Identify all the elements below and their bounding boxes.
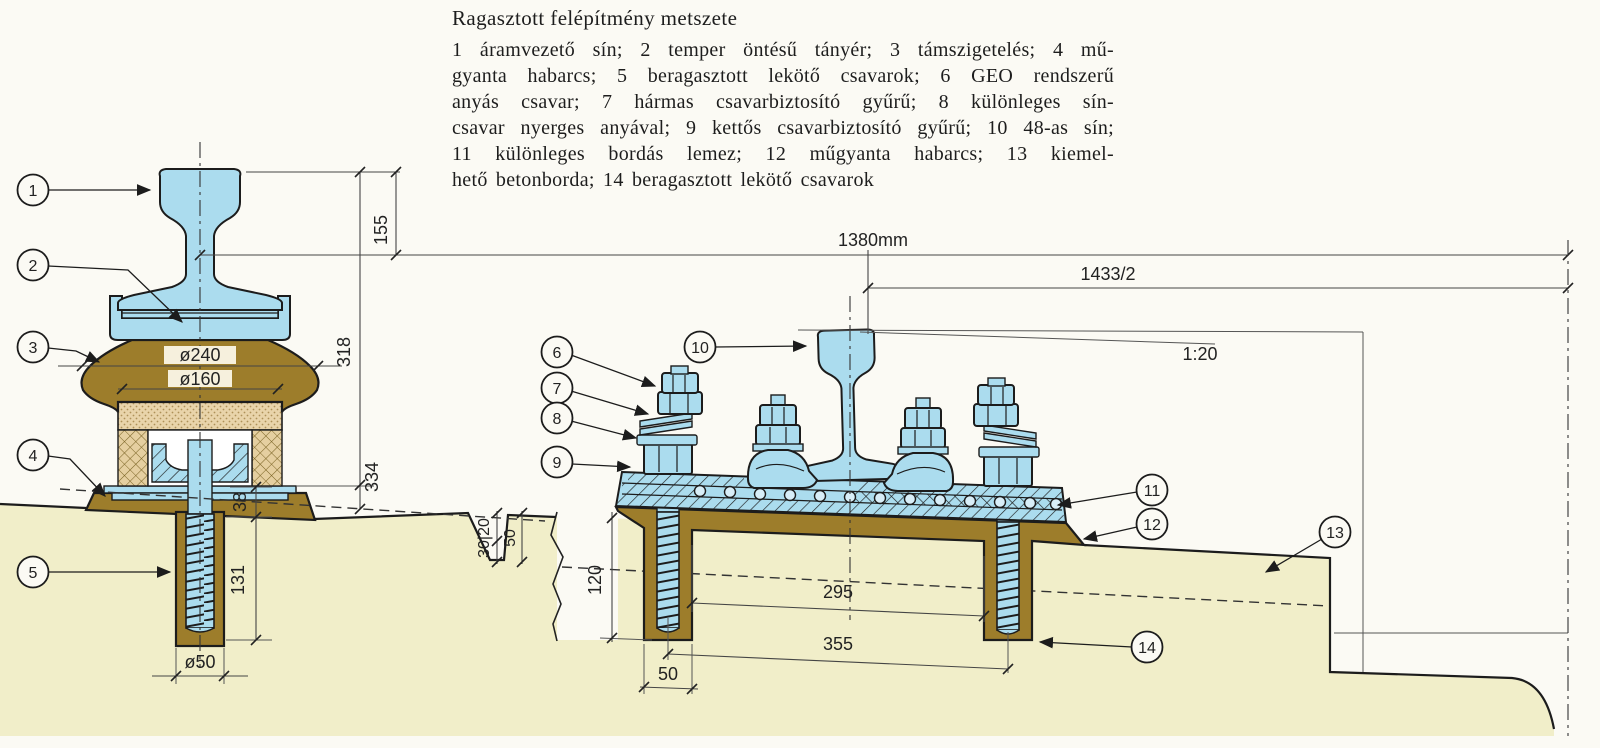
- callout-2-label: 2: [29, 258, 38, 275]
- callout-7-label: 7: [553, 381, 562, 398]
- legend-line: anyás csavar; 7 hármas csavarbiztosító g…: [452, 91, 1114, 113]
- callout-5: [16, 555, 50, 589]
- callout-13-label: 13: [1326, 525, 1344, 542]
- dim-318: 318: [334, 337, 354, 367]
- legend-line: csavar nyerges anyával; 9 kettős csavarb…: [452, 117, 1114, 139]
- dim-355: 355: [823, 634, 853, 654]
- callout-4-label: 4: [29, 448, 38, 465]
- callout-3-label: 3: [29, 340, 38, 357]
- callout-9: [540, 445, 574, 479]
- legend-line: gyanta habarcs; 5 beragasztott lekötő cs…: [452, 65, 1114, 87]
- callout-8-label: 8: [553, 411, 562, 428]
- callout-11: [1135, 473, 1169, 507]
- rail-48: [795, 328, 905, 483]
- dim-notch-50: 50: [502, 529, 519, 547]
- mesh-block-left: [117, 429, 149, 487]
- dim-dia160: ø160: [179, 369, 220, 389]
- callout-5-label: 5: [29, 565, 38, 582]
- legend-line: hető betonborda; 14 beragasztott lekötő …: [452, 169, 875, 191]
- dim-334: 334: [362, 462, 382, 492]
- dim-50: 50: [658, 664, 678, 684]
- callout-14: [1130, 630, 1164, 664]
- callout-12-label: 12: [1143, 517, 1161, 534]
- dim-120: 120: [585, 565, 605, 595]
- callout-8: [540, 401, 574, 435]
- mesh-block-right: [251, 429, 283, 487]
- callout-6: [540, 335, 574, 369]
- dim-cant: 1:20: [1182, 344, 1217, 364]
- callout-13: [1318, 515, 1352, 549]
- dim-notch-30-20: 30|20: [476, 518, 493, 558]
- callout-11-label: 11: [1144, 483, 1161, 500]
- dim-131: 131: [228, 565, 248, 595]
- callout-14-label: 14: [1138, 640, 1156, 657]
- legend-line: 1 áramvezető sín; 2 temper öntésű tányér…: [452, 39, 1114, 61]
- dim-295: 295: [823, 582, 853, 602]
- concrete-slab: [0, 502, 1556, 736]
- legend-line: 11 különleges bordás lemez; 12 műgyanta …: [452, 143, 1114, 165]
- drawing-title: Ragasztott felépítmény metszete: [452, 6, 738, 30]
- legend-block: Ragasztott felépítmény metszete 1 áramve…: [452, 6, 1114, 193]
- resin-mortar-right: [614, 505, 1087, 642]
- glued-ribbed-plate-assembly: [614, 296, 1087, 642]
- dim-155: 155: [371, 215, 391, 245]
- callout-9-label: 9: [553, 455, 562, 472]
- callout-3: [16, 330, 50, 364]
- dim-dia240: ø240: [179, 345, 220, 365]
- dimension-ticks: [76, 166, 1574, 695]
- dim-38: 38: [230, 492, 250, 512]
- break-line: [550, 511, 564, 642]
- callout-12: [1135, 507, 1169, 541]
- callout-1-label: 1: [29, 183, 38, 200]
- plate-dowel-holes: [693, 484, 1063, 511]
- dim-gauge: 1380mm: [838, 230, 908, 250]
- dimension-lines: 1380mm 1433/2 1:20 155 318 334 ø240 ø160…: [58, 166, 1574, 736]
- callout-6-label: 6: [553, 345, 562, 362]
- callout-bubbles: 1 2 3 4 5 6 7 8 9 10 11 12 13 14: [16, 173, 1352, 664]
- callout-10: [683, 330, 717, 364]
- callout-4: [16, 438, 50, 472]
- callout-10-label: 10: [691, 340, 709, 357]
- dim-half-gauge: 1433/2: [1080, 264, 1135, 284]
- callout-2: [16, 248, 50, 282]
- callout-leaders: [47, 184, 1323, 649]
- callout-1: [16, 173, 50, 207]
- dim-dia50: ø50: [184, 652, 215, 672]
- break-gap: [557, 510, 618, 640]
